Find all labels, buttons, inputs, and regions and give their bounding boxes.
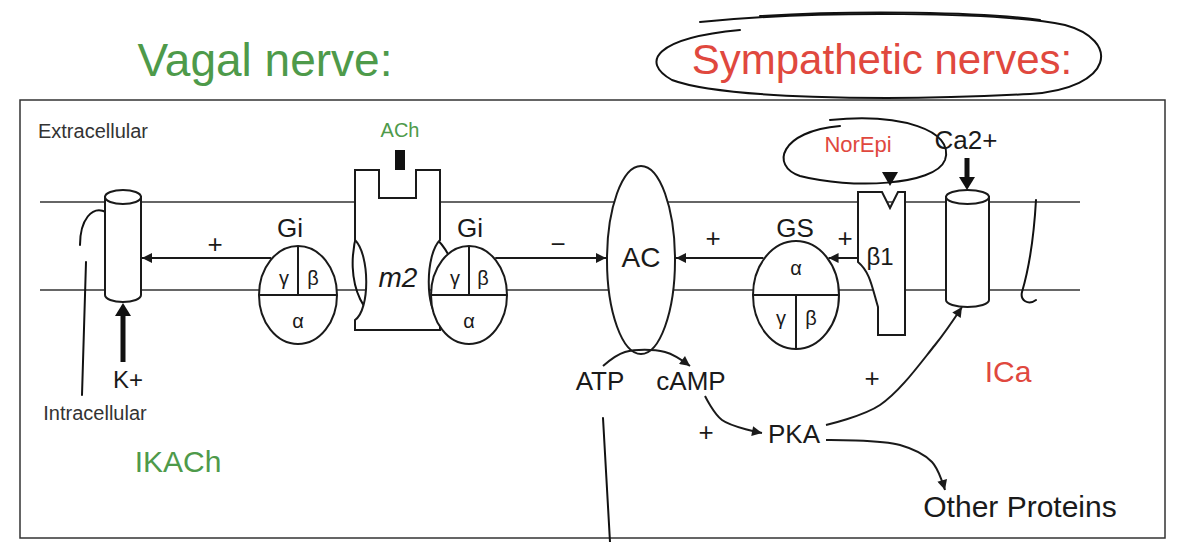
node-text: Other Proteins bbox=[923, 492, 1116, 522]
signal-arrow bbox=[705, 396, 762, 433]
ion-flow-arrowhead bbox=[959, 177, 975, 190]
ion-flow-arrow bbox=[121, 314, 126, 362]
annotation-stroke bbox=[1022, 200, 1036, 302]
annotation-stroke bbox=[80, 210, 106, 245]
frame bbox=[20, 100, 1165, 538]
hand-annotations bbox=[80, 13, 1101, 542]
node-text: K+ bbox=[113, 368, 143, 392]
ellipse-outline bbox=[259, 246, 337, 344]
muscarinic-receptor: m2 bbox=[355, 170, 440, 330]
annotation-stroke bbox=[82, 262, 86, 395]
node-text: GS bbox=[776, 215, 814, 241]
annotation-loop bbox=[656, 14, 1101, 98]
gs-protein: GSαγβ bbox=[752, 240, 840, 350]
channel-body bbox=[946, 197, 989, 307]
kinase-label: PKA bbox=[762, 418, 826, 450]
connectors bbox=[142, 258, 962, 490]
calcium-channel: Ca2+ bbox=[945, 190, 990, 307]
edge-label: − bbox=[550, 231, 565, 257]
channel-body bbox=[105, 197, 141, 302]
membrane-line bbox=[40, 289, 1080, 291]
molecule-label: cAMP bbox=[652, 366, 730, 396]
annotation-loop bbox=[784, 118, 947, 183]
ellipse-outline bbox=[431, 246, 507, 344]
node-text: α bbox=[463, 311, 475, 331]
ligand-label: NorEpi bbox=[824, 134, 891, 156]
edge-label: + bbox=[207, 231, 222, 257]
adenylyl-cyclase: AC bbox=[606, 165, 676, 355]
gi-protein: Giγβα bbox=[258, 245, 338, 345]
node-outline bbox=[355, 170, 440, 330]
ligand-bar bbox=[395, 150, 405, 170]
annotation-stroke bbox=[603, 418, 610, 542]
signal-arrow bbox=[826, 307, 962, 425]
current-label: ICa bbox=[985, 357, 1032, 387]
ellipse-outline bbox=[607, 166, 675, 354]
channel-top bbox=[946, 190, 989, 204]
target-label: Other Proteins bbox=[900, 490, 1140, 524]
node-text: cAMP bbox=[656, 368, 725, 394]
beta1-receptor: β1 bbox=[858, 192, 905, 335]
node-outline bbox=[104, 190, 142, 302]
signal-arrow bbox=[142, 257, 271, 259]
ion-flow-arrowhead bbox=[115, 303, 131, 316]
edge-label: + bbox=[698, 419, 713, 445]
node-text: AC bbox=[622, 244, 661, 272]
ion-flow-arrow bbox=[965, 158, 970, 178]
node-text: β bbox=[477, 268, 489, 288]
potassium-channel: K+ bbox=[104, 190, 142, 302]
gi-protein: Giγβα bbox=[430, 245, 508, 345]
subunit-divider bbox=[468, 246, 470, 295]
receptor-outline bbox=[355, 170, 440, 330]
node-text: γ bbox=[450, 268, 460, 288]
node-text: Ca2+ bbox=[935, 127, 998, 153]
section-heading: Sympathetic nerves: bbox=[692, 39, 1073, 81]
edge-label: + bbox=[864, 365, 879, 391]
node-text: Gi bbox=[457, 215, 483, 241]
ligand-triangle bbox=[882, 172, 898, 186]
edge-label: + bbox=[705, 225, 720, 251]
node-text: Gi bbox=[277, 215, 303, 241]
molecule-label: ATP bbox=[566, 366, 634, 396]
signal-arrow bbox=[603, 350, 690, 366]
node-text: α bbox=[292, 311, 304, 331]
region-label: Extracellular bbox=[38, 121, 148, 141]
signal-arrow bbox=[495, 257, 606, 259]
signal-arrow bbox=[676, 257, 763, 259]
membrane-line bbox=[40, 201, 1080, 203]
annotation-stroke bbox=[760, 13, 1040, 20]
edge-label: + bbox=[837, 225, 852, 251]
subunit-divider bbox=[795, 295, 797, 349]
node-outline bbox=[752, 240, 840, 350]
receptor-outline bbox=[858, 192, 905, 335]
node-outline bbox=[945, 190, 990, 307]
node-text: m2 bbox=[379, 264, 418, 292]
node-text: β1 bbox=[866, 245, 893, 269]
subunit-divider bbox=[297, 246, 299, 295]
node-text: β bbox=[805, 308, 817, 328]
node-text: γ bbox=[279, 268, 289, 288]
current-label: IKACh bbox=[135, 447, 222, 477]
node-text: α bbox=[790, 258, 802, 278]
node-text: PKA bbox=[768, 421, 820, 447]
section-heading: Vagal nerve: bbox=[138, 37, 393, 83]
signal-arrow bbox=[829, 257, 858, 259]
node-text: ATP bbox=[576, 368, 625, 394]
ellipse-outline bbox=[753, 241, 839, 349]
channel-top bbox=[105, 190, 141, 204]
node-text: β bbox=[307, 268, 319, 288]
region-label: Intracellular bbox=[43, 403, 146, 423]
ligand-label: ACh bbox=[381, 120, 420, 140]
signal-arrow bbox=[826, 440, 945, 490]
node-text: γ bbox=[776, 308, 786, 328]
